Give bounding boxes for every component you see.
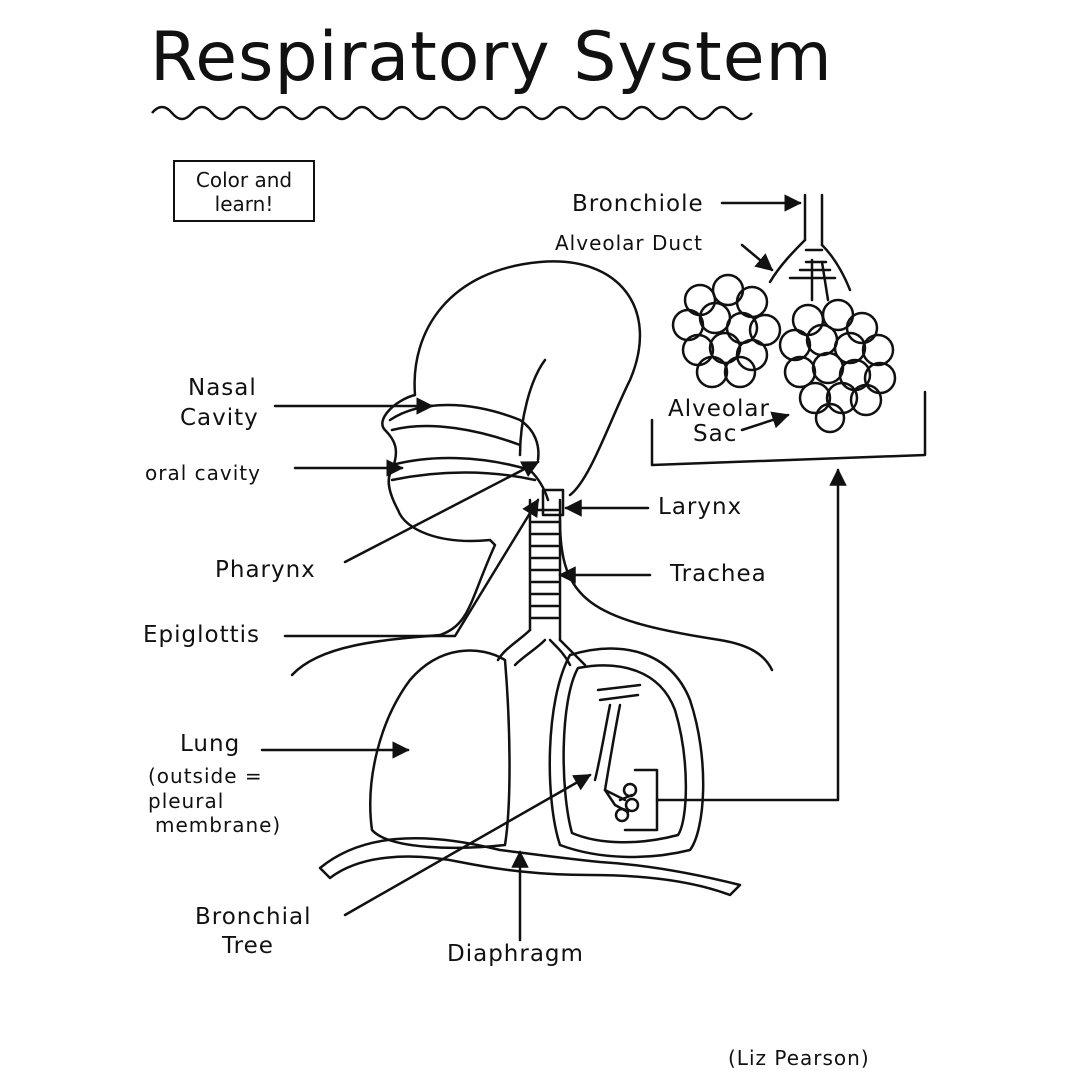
label-bronchiole: Bronchiole [572, 191, 704, 217]
label-nasal-cavity-1: Nasal [188, 375, 257, 401]
label-trachea: Trachea [670, 561, 767, 587]
label-bronchial-tree-2: Tree [222, 933, 274, 959]
label-nasal-cavity-2: Cavity [180, 405, 259, 431]
instruction-box: Color and learn! [173, 160, 315, 222]
title-underline [151, 105, 753, 121]
label-alveolar-sac-1: Alveolar [668, 396, 770, 422]
label-lung-note-1: (outside = [148, 764, 263, 788]
label-lung-note-3: membrane) [155, 813, 282, 837]
oral-passage [390, 456, 532, 472]
inset-connector [655, 468, 847, 802]
label-pharynx: Pharynx [215, 557, 316, 583]
alveoli-cluster-right [778, 298, 897, 434]
label-epiglottis: Epiglottis [143, 622, 260, 648]
label-larynx: Larynx [658, 494, 743, 520]
label-lung: Lung [180, 731, 241, 757]
label-alveolar-sac-2: Sac [693, 421, 738, 447]
label-oral-cavity: oral cavity [145, 461, 261, 485]
author-credit: (Liz Pearson) [728, 1046, 870, 1070]
label-diaphragm: Diaphragm [447, 941, 584, 967]
page-title: Respiratory System [150, 18, 833, 97]
label-alveolar-duct: Alveolar Duct [555, 231, 703, 255]
trachea-rings [496, 488, 587, 667]
inset-bronchioles [768, 193, 852, 302]
instruction-line-2: learn! [214, 192, 274, 216]
label-bronchial-tree-1: Bronchial [195, 904, 312, 930]
label-arrows [260, 194, 802, 942]
bronchial-tree [593, 683, 642, 823]
instruction-line-1: Color and [195, 168, 293, 192]
label-lung-note-2: pleural [148, 789, 225, 813]
left-lung [369, 649, 511, 850]
nasal-passage [388, 403, 540, 462]
diaphragm-shape [318, 837, 742, 897]
inset-tray [650, 390, 927, 467]
alveoli-cluster-left [671, 273, 782, 389]
right-lung [548, 647, 705, 859]
